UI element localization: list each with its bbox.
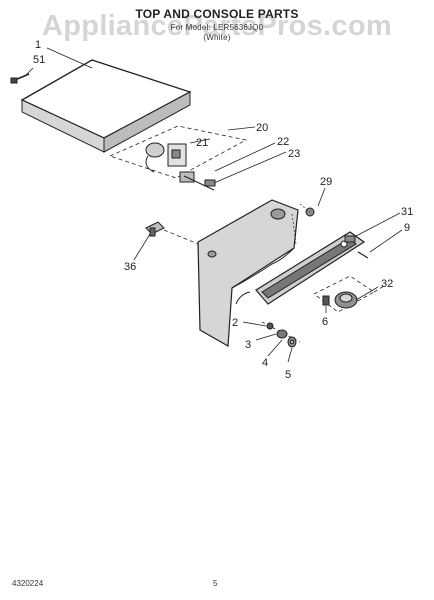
leader-4 [267, 339, 283, 357]
callout-22: 22 [277, 136, 289, 148]
leader-9 [369, 229, 403, 253]
console-bezel [255, 231, 366, 305]
color-line: (White) [203, 33, 231, 42]
leader-23 [213, 151, 287, 184]
part-number-footer: 4320224 [12, 579, 44, 588]
dashed-group-knob [313, 275, 385, 313]
callout-51: 51 [33, 54, 45, 66]
callout-9: 9 [404, 222, 410, 234]
page-number: 5 [213, 579, 218, 588]
dashed-group-switch [109, 125, 248, 179]
leader-36 [133, 233, 151, 261]
leader-3 [255, 333, 277, 341]
diagram-title: TOP AND CONSOLE PARTS [135, 7, 299, 21]
leader-32 [355, 286, 379, 301]
leader-21 [189, 138, 211, 144]
screw-29 [299, 203, 315, 217]
callout-6: 6 [322, 316, 328, 328]
callout-21: 21 [196, 137, 208, 149]
leader-20 [227, 126, 256, 131]
leader-29 [317, 187, 326, 207]
callout-2: 2 [232, 317, 238, 329]
leader-51 [25, 67, 34, 76]
leader-22 [214, 142, 276, 172]
top-lid [20, 59, 192, 153]
switch-21 [145, 142, 187, 173]
clip-31-9 [344, 235, 369, 259]
hinge-36 [145, 221, 199, 245]
leader-31 [355, 212, 401, 237]
callout-29: 29 [320, 176, 332, 188]
callout-23: 23 [288, 148, 300, 160]
screw-51 [10, 73, 30, 84]
leader-5 [287, 347, 293, 363]
knob-32 [334, 291, 358, 309]
callout-3: 3 [245, 339, 251, 351]
callout-20: 20 [256, 122, 268, 134]
leader-1 [46, 47, 93, 69]
bracket-22-23 [179, 171, 216, 191]
callout-31: 31 [401, 206, 413, 218]
console-panel [197, 199, 299, 347]
watermark: AppliancePartsPros.com [42, 10, 392, 42]
callout-36: 36 [124, 261, 136, 273]
spring-6 [322, 295, 330, 306]
shaft-hardware [261, 321, 301, 348]
callout-32: 32 [381, 278, 393, 290]
leader-2 [242, 321, 267, 327]
callout-1: 1 [35, 39, 41, 51]
callout-4: 4 [262, 357, 268, 369]
callout-5: 5 [285, 369, 291, 381]
model-line: For Model: LER5636JQ0 [170, 23, 264, 32]
